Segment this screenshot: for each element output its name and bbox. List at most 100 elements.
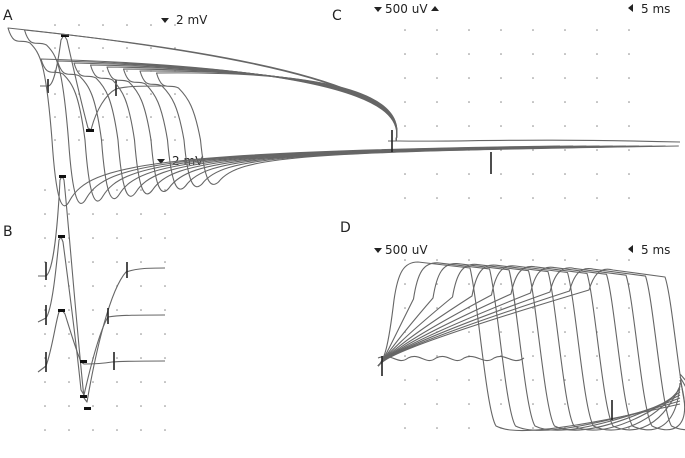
grid-dot bbox=[436, 197, 438, 199]
grid-dot bbox=[150, 24, 152, 26]
grid-dot bbox=[404, 427, 406, 429]
grid-dot bbox=[164, 261, 166, 263]
grid-dot bbox=[596, 283, 598, 285]
grid-dot bbox=[500, 331, 502, 333]
grid-dot bbox=[140, 357, 142, 359]
panel-label-a: A bbox=[3, 8, 13, 24]
grid-dot bbox=[436, 403, 438, 405]
grid-dot bbox=[140, 261, 142, 263]
grid-dot bbox=[126, 116, 128, 118]
grid-dot bbox=[468, 283, 470, 285]
grid-dot bbox=[92, 285, 94, 287]
grid-dot bbox=[532, 355, 534, 357]
grid-dot bbox=[564, 197, 566, 199]
trace-line bbox=[377, 263, 681, 431]
panel-label-d: D bbox=[340, 220, 351, 236]
grid-dot bbox=[54, 93, 56, 95]
panel-label-c: C bbox=[332, 8, 342, 24]
triangle-left-icon bbox=[628, 245, 633, 253]
grid-dot bbox=[436, 101, 438, 103]
grid-dot bbox=[532, 77, 534, 79]
trace-line bbox=[377, 266, 681, 431]
scale-label-d: 500 uV bbox=[385, 243, 428, 257]
grid-dot bbox=[92, 381, 94, 383]
triangle-up-icon bbox=[431, 6, 439, 11]
trace-line bbox=[377, 263, 681, 431]
grid-dot bbox=[68, 405, 70, 407]
grid-dot bbox=[500, 307, 502, 309]
trace-panel-b-2 bbox=[37, 235, 166, 398]
trace-line bbox=[377, 265, 681, 431]
grid-dot bbox=[44, 285, 46, 287]
grid-dot bbox=[404, 173, 406, 175]
grid-dot bbox=[78, 70, 80, 72]
grid-dot bbox=[628, 101, 630, 103]
grid-dot bbox=[564, 331, 566, 333]
grid-dot bbox=[628, 307, 630, 309]
grid-dot bbox=[68, 357, 70, 359]
grid-dot bbox=[78, 116, 80, 118]
grid-dot bbox=[116, 237, 118, 239]
grid-dot bbox=[116, 213, 118, 215]
grid-dot bbox=[500, 259, 502, 261]
grid-dot bbox=[596, 259, 598, 261]
grid-dot bbox=[500, 197, 502, 199]
grid-dot bbox=[92, 237, 94, 239]
grid-dot bbox=[174, 139, 176, 141]
grid-dot bbox=[140, 189, 142, 191]
grid-dot bbox=[102, 70, 104, 72]
grid-dot bbox=[140, 405, 142, 407]
grid-panel-c bbox=[404, 29, 630, 199]
grid-dot bbox=[164, 333, 166, 335]
grid-dot bbox=[44, 237, 46, 239]
grid-dot bbox=[468, 29, 470, 31]
grid-dot bbox=[532, 149, 534, 151]
grid-dot bbox=[92, 429, 94, 431]
grid-dot bbox=[44, 213, 46, 215]
trace-line bbox=[377, 356, 525, 362]
grid-dot bbox=[102, 93, 104, 95]
grid-dot bbox=[126, 47, 128, 49]
grid-dot bbox=[116, 309, 118, 311]
grid-dot bbox=[54, 116, 56, 118]
grid-dot bbox=[68, 429, 70, 431]
grid-dot bbox=[68, 309, 70, 311]
trace-line bbox=[56, 60, 600, 200]
grid-dot bbox=[436, 355, 438, 357]
grid-dot bbox=[44, 429, 46, 431]
grid-dot bbox=[102, 47, 104, 49]
trace-line bbox=[89, 64, 627, 195]
grid-dot bbox=[174, 47, 176, 49]
grid-dot bbox=[468, 427, 470, 429]
grid-dot bbox=[44, 189, 46, 191]
trace-line bbox=[122, 68, 653, 190]
grid-dot bbox=[436, 427, 438, 429]
grid-dot bbox=[500, 379, 502, 381]
grid-dot bbox=[500, 403, 502, 405]
grid-dot bbox=[126, 139, 128, 141]
grid-dot bbox=[564, 403, 566, 405]
grid-dot bbox=[68, 381, 70, 383]
grid-dot bbox=[628, 149, 630, 151]
grid-dot bbox=[628, 379, 630, 381]
trace-line bbox=[23, 29, 574, 204]
grid-dot bbox=[54, 24, 56, 26]
grid-dot bbox=[174, 116, 176, 118]
grid-dot bbox=[468, 173, 470, 175]
grid-dot bbox=[436, 125, 438, 127]
grid-dot bbox=[404, 101, 406, 103]
grid-dot bbox=[468, 53, 470, 55]
grid-dot bbox=[150, 47, 152, 49]
grid-dot bbox=[164, 285, 166, 287]
grid-dot bbox=[532, 197, 534, 199]
grid-dot bbox=[116, 333, 118, 335]
grid-dot bbox=[164, 237, 166, 239]
grid-dot bbox=[126, 24, 128, 26]
trace-line bbox=[40, 58, 587, 202]
grid-dot bbox=[500, 29, 502, 31]
grid-dot bbox=[532, 101, 534, 103]
grid-dot bbox=[628, 29, 630, 31]
grid-dot bbox=[596, 77, 598, 79]
grid-dot bbox=[532, 53, 534, 55]
